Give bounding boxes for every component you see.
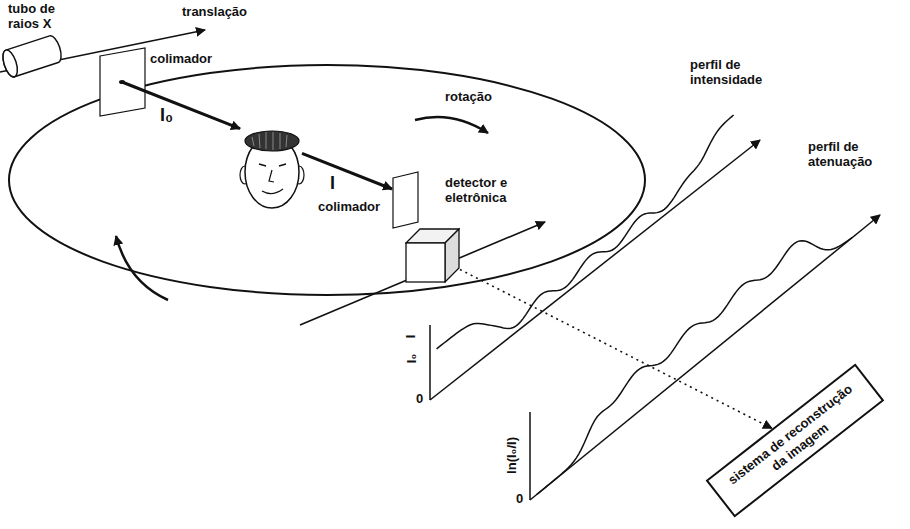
- label-text: I: [330, 173, 335, 193]
- label-box: ln(I₀/I): [504, 437, 519, 474]
- x-ray-tube: [0, 34, 64, 79]
- label-box: 0: [516, 492, 523, 507]
- node-heading: detector e eletrônica: [445, 176, 535, 206]
- plot-axis: [530, 215, 880, 500]
- label-text: colimador: [318, 199, 380, 214]
- tube-end: [0, 48, 20, 78]
- label-box: tubo de raios X: [8, 2, 72, 32]
- label-box: perfil de atenuação: [808, 140, 903, 170]
- label-text: ln(I₀/I): [503, 437, 518, 474]
- nose: [269, 170, 274, 182]
- process-box: sistema de reconstrução da imagem: [706, 363, 885, 517]
- label-box: perfil de intensidade: [690, 58, 785, 88]
- label-box: I: [330, 174, 335, 192]
- intensity-profile: [437, 115, 734, 349]
- label-text: colimador: [150, 51, 212, 66]
- patient-head: [240, 131, 304, 208]
- label-text: 0: [416, 391, 423, 406]
- hair: [245, 131, 299, 151]
- label-box: I₀: [160, 106, 173, 124]
- cube-front: [406, 243, 445, 282]
- label-box: I: [404, 334, 419, 338]
- transmitted-beam: [302, 153, 392, 189]
- cube-side: [445, 229, 459, 282]
- plot-axis: [429, 325, 431, 400]
- label-text: perfil de atenuação: [808, 139, 872, 169]
- label-text: I₀: [160, 105, 173, 125]
- signal-arrow: [460, 270, 772, 429]
- label-text: 0: [516, 491, 523, 506]
- eyes: [259, 164, 286, 166]
- label-box: I₀: [405, 353, 420, 362]
- label-text: I: [403, 334, 418, 338]
- label-text: translação: [182, 4, 247, 19]
- plot-axis: [430, 140, 760, 400]
- label-box: 0: [416, 392, 423, 407]
- node-text: detector e eletrônica: [445, 176, 535, 206]
- label-text: perfil de intensidade: [690, 57, 762, 87]
- incident-beam: [122, 82, 240, 129]
- rotation-arrow: [415, 117, 488, 133]
- rotation-arrow: [116, 236, 168, 300]
- node-text: sistema de reconstrução da imagem: [720, 377, 870, 504]
- translation-axis: [300, 222, 545, 325]
- label-text: rotação: [445, 89, 492, 104]
- mouth: [262, 189, 283, 194]
- label-box: translação: [182, 5, 247, 20]
- label-box: colimador: [318, 200, 380, 215]
- tube-body: [0, 34, 64, 79]
- detector-block: detector e eletrônica: [405, 228, 460, 283]
- label-box: rotação: [445, 90, 492, 105]
- detector-cube: [405, 228, 460, 283]
- label-box: colimador: [150, 52, 212, 67]
- collimator-plate: [393, 172, 418, 228]
- label-text: I₀: [404, 353, 419, 362]
- hair-strands: [252, 132, 287, 150]
- label-text: tubo de raios X: [8, 1, 55, 31]
- plot-axis: [529, 412, 531, 500]
